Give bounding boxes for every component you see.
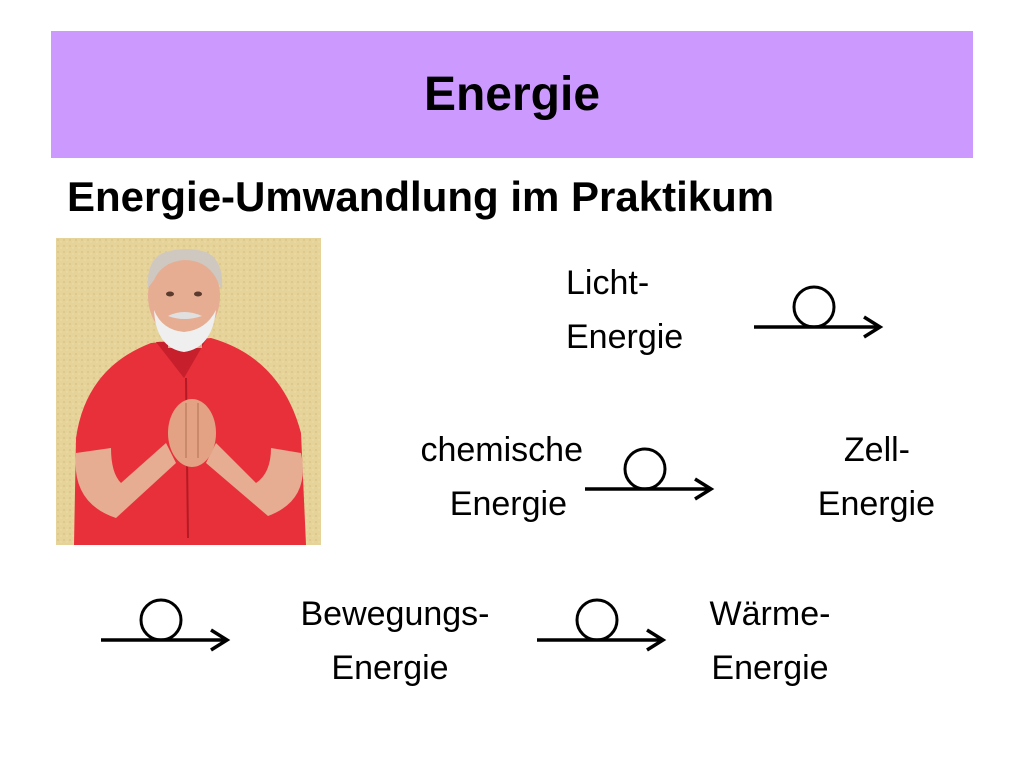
label-chemische-energie: chemische Energie	[380, 423, 583, 531]
slide-subtitle: Energie-Umwandlung im Praktikum	[67, 173, 775, 220]
label-zell-line1: Zell-	[843, 431, 910, 469]
slide-title: Energie	[423, 67, 601, 121]
circle-over-arrow-icon	[535, 598, 670, 658]
label-zell-energie: Zell- Energie	[780, 423, 935, 531]
label-chemische-line1: chemische	[420, 431, 583, 469]
title-band: Energie	[51, 31, 973, 158]
label-licht-line1: Licht-	[566, 264, 650, 302]
label-waerme-energie: Wärme- Energie	[690, 587, 850, 695]
portrait-photo	[56, 238, 321, 545]
label-licht-energie: Licht- Energie	[566, 256, 683, 364]
label-bewegungs-line2: Energie	[331, 649, 449, 687]
label-bewegungs-energie: Bewegungs- Energie	[280, 587, 510, 695]
label-waerme-line2: Energie	[711, 649, 829, 687]
label-licht-line2: Energie	[566, 318, 684, 356]
circle-over-arrow-icon	[99, 598, 234, 658]
label-chemische-line2: Energie	[449, 485, 567, 523]
circle-over-arrow-icon	[752, 285, 887, 345]
label-zell-line2: Energie	[817, 485, 935, 523]
label-waerme-line1: Wärme-	[709, 595, 831, 633]
circle-over-arrow-icon	[583, 447, 718, 507]
label-bewegungs-line1: Bewegungs-	[300, 595, 490, 633]
